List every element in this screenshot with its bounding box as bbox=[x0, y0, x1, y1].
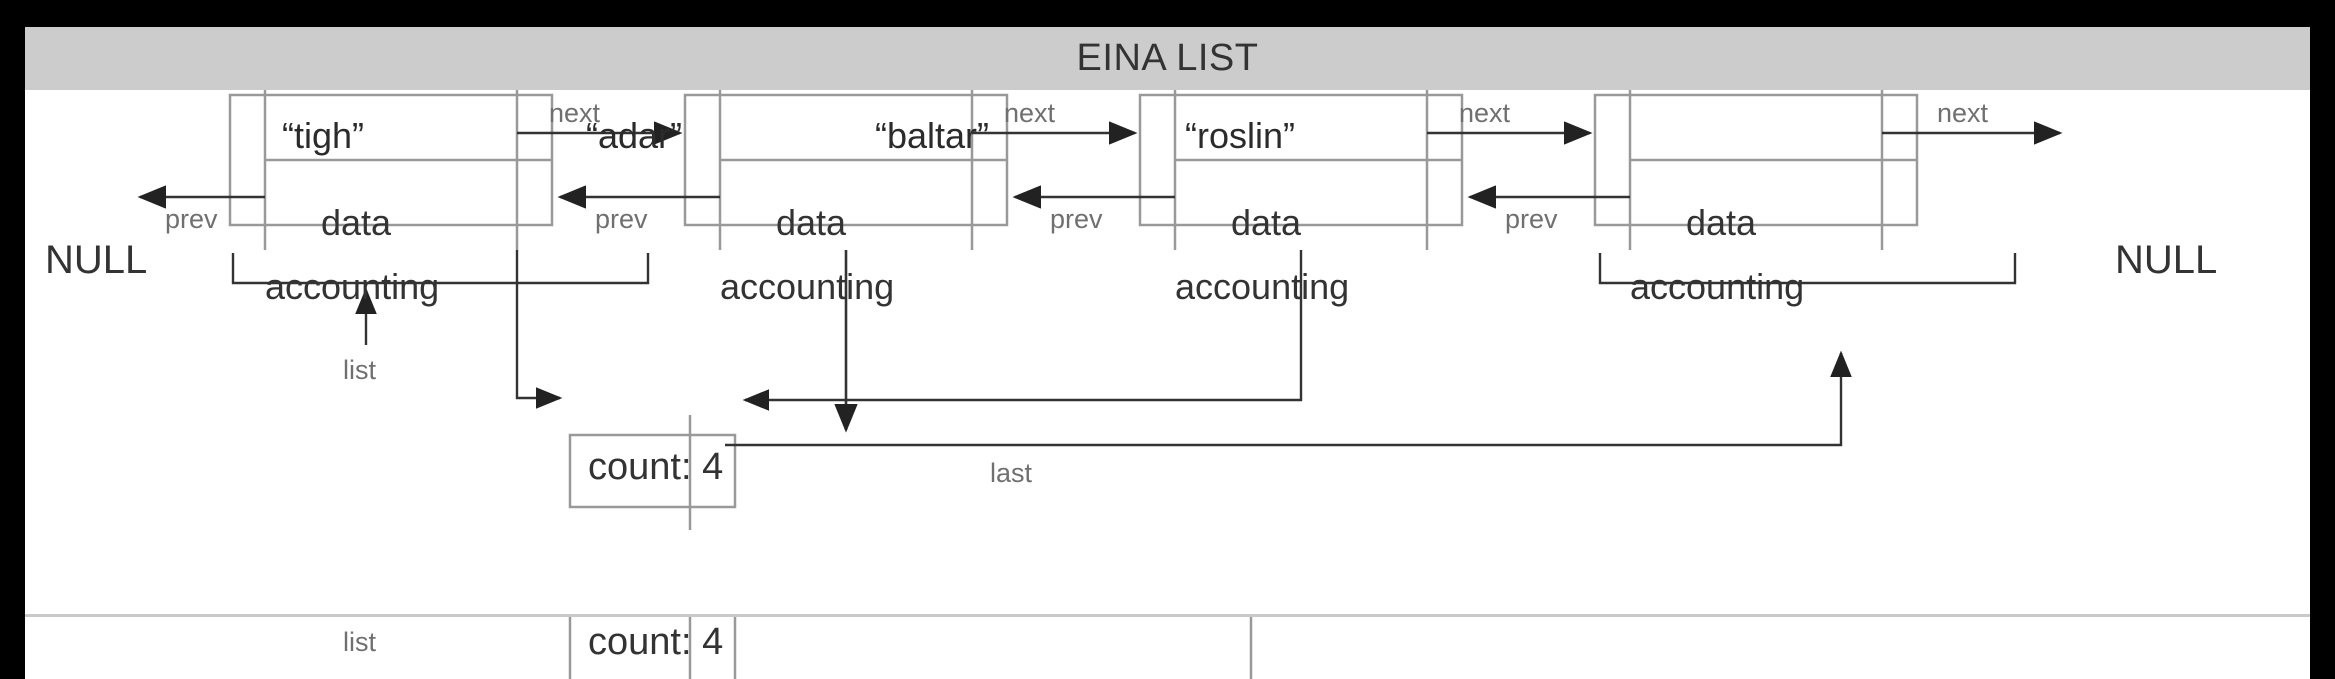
bottom-label-list: list bbox=[343, 627, 376, 657]
diagram-lines bbox=[137, 90, 2063, 530]
null-label-left: NULL bbox=[45, 238, 148, 282]
diagram-canvas: “tigh” “adar” “baltar” “roslin” NULL NUL… bbox=[25, 90, 2310, 679]
node-label-roslin: “roslin” bbox=[1185, 115, 1296, 156]
bottom-label-count: count: 4 bbox=[588, 621, 724, 663]
cell-accounting-1: accounting bbox=[265, 266, 440, 307]
node-label-tigh: “tigh” bbox=[282, 115, 365, 156]
node-label-adar: “adar” bbox=[586, 115, 683, 156]
label-last: last bbox=[990, 458, 1033, 488]
bracket-list bbox=[231, 253, 650, 345]
label-prev-3: prev bbox=[1050, 204, 1103, 234]
label-prev-2: prev bbox=[595, 204, 648, 234]
page-title: EINA LIST bbox=[1076, 37, 1259, 79]
cell-accounting-4: accounting bbox=[1630, 266, 1805, 307]
bracket-last bbox=[1598, 253, 2017, 285]
cell-accounting-3: accounting bbox=[1175, 266, 1350, 307]
cell-accounting-2: accounting bbox=[720, 266, 895, 307]
cell-data-2: data bbox=[776, 202, 847, 243]
label-prev-4: prev bbox=[1505, 204, 1558, 234]
label-list: list bbox=[343, 355, 376, 385]
label-next-1: next bbox=[549, 98, 601, 128]
link-count-to-last bbox=[725, 350, 1852, 447]
label-next-3: next bbox=[1459, 98, 1511, 128]
label-prev-1: prev bbox=[165, 204, 218, 234]
null-label-right: NULL bbox=[2115, 238, 2218, 282]
title-bar: EINA LIST bbox=[25, 27, 2310, 90]
count-box-text: count: 4 bbox=[588, 446, 724, 488]
cell-data-4: data bbox=[1686, 202, 1757, 243]
label-next-2: next bbox=[1004, 98, 1056, 128]
slide-frame: EINA LIST bbox=[25, 27, 2310, 679]
bottom-partial-row: list count: 4 bbox=[25, 614, 2310, 679]
node-label-baltar: “baltar” bbox=[875, 115, 990, 156]
label-next-4: next bbox=[1937, 98, 1989, 128]
cell-data-1: data bbox=[321, 202, 392, 243]
link-baltar-to-count bbox=[742, 250, 1303, 411]
link-tigh-to-count bbox=[515, 250, 563, 409]
cell-data-3: data bbox=[1231, 202, 1302, 243]
